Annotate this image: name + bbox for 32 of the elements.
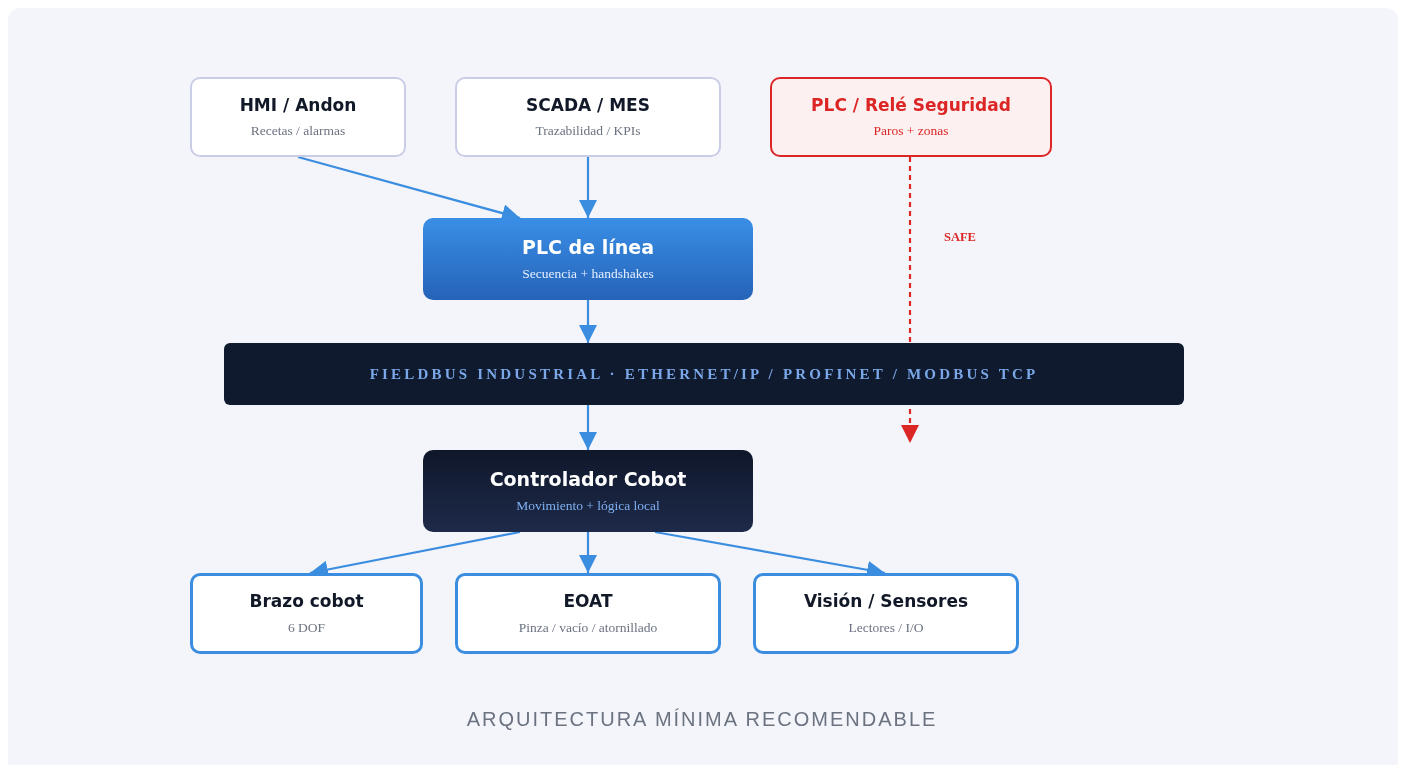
arrow [579, 157, 597, 218]
arrow [579, 300, 597, 343]
node-title: Controlador Cobot [489, 467, 687, 491]
system-box [190, 77, 406, 157]
device-box [753, 573, 1019, 654]
node-subtitle: Recetas / alarmas [250, 123, 346, 140]
node-title: PLC / Relé Seguridad [811, 94, 1011, 116]
node-title: HMI / Andon [239, 94, 357, 116]
system-box [455, 77, 721, 157]
node-subtitle: Lectores / I/O [848, 619, 924, 636]
edge-label: SAFE [944, 230, 976, 245]
device-box [455, 573, 721, 654]
node-subtitle: 6 DOF [287, 619, 326, 636]
node-subtitle: Paros + zonas [873, 123, 949, 140]
node-title: Brazo cobot [249, 591, 364, 612]
arrow [579, 532, 597, 573]
node-subtitle: Trazabilidad / KPIs [535, 123, 641, 140]
node-title: EOAT [563, 591, 613, 612]
controller-box [423, 218, 753, 300]
node-subtitle: Movimiento + lógica local [516, 498, 660, 515]
node-title: SCADA / MES [526, 94, 650, 116]
node-subtitle: Pinza / vacío / atornillado [518, 619, 658, 636]
node-subtitle: Secuencia + handshakes [522, 266, 654, 283]
node-title: PLC de línea [522, 235, 654, 259]
device-box [190, 573, 423, 654]
controller-box [423, 450, 753, 532]
node-title: Visión / Sensores [803, 591, 969, 612]
safety-box [770, 77, 1052, 157]
arrow [579, 405, 597, 450]
node-title: FIELDBUS INDUSTRIAL · ETHERNET/IP / PROFINET / MODBUS TCP [369, 365, 1039, 383]
caption: ARQUITECTURA MÍNIMA RECOMENDABLE [465, 708, 939, 731]
fieldbus-band [224, 343, 1184, 405]
